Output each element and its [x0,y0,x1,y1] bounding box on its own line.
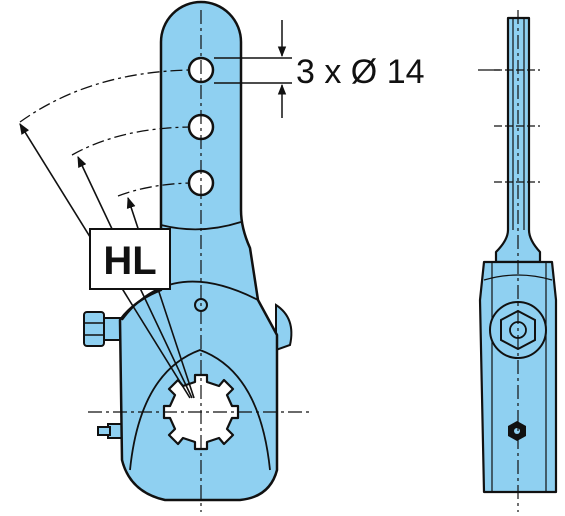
front-view: HL 3 x Ø 14 [19,0,500,512]
hole-dimension-label: 3 x Ø 14 [296,53,425,91]
slack-adjuster-body [118,0,279,502]
hl-label-box [89,228,171,290]
hl-label: HL [103,239,156,283]
side-view [478,10,558,512]
